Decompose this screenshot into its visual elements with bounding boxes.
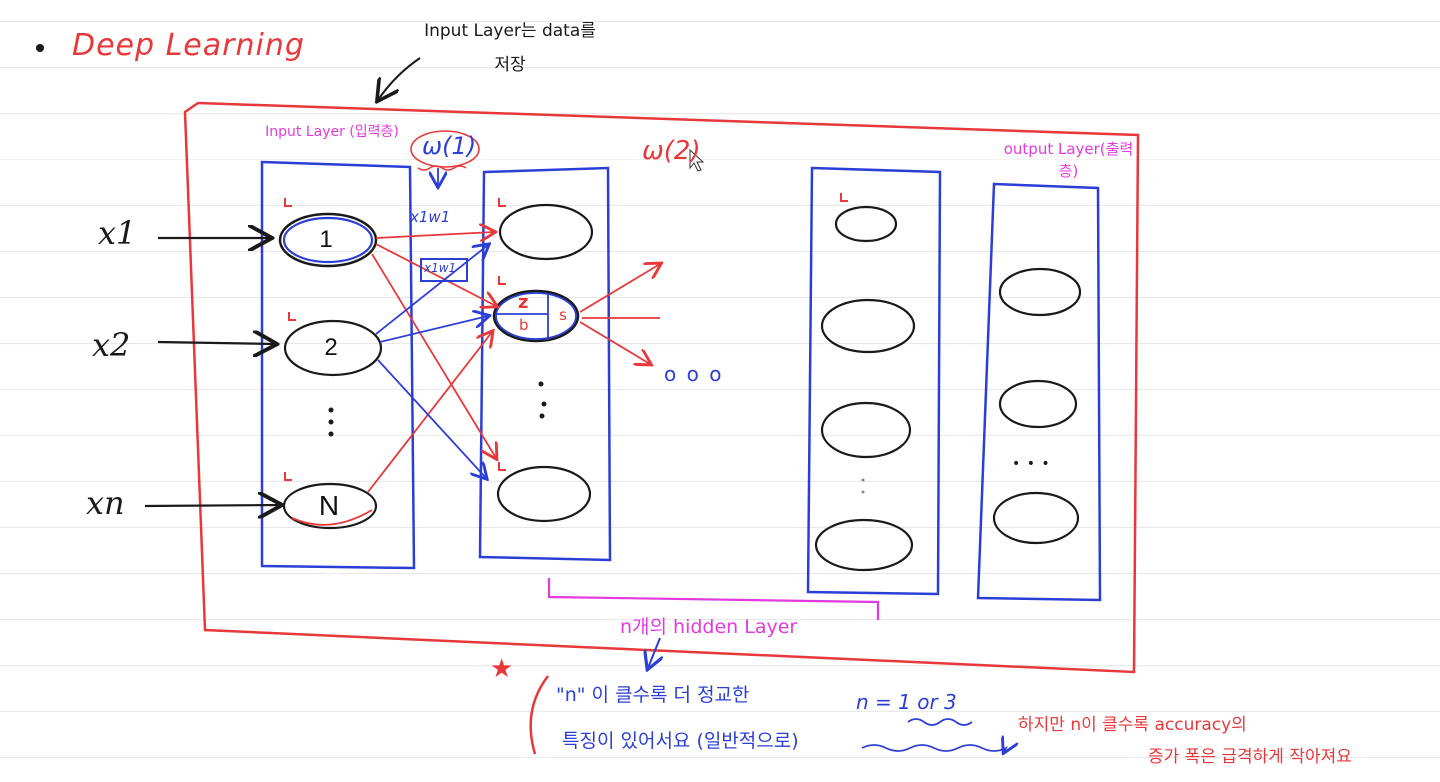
x1w1-label: x1w1 — [410, 208, 451, 226]
input-node-2 — [283, 319, 383, 377]
input-layer-label: Input Layer (입력층) — [265, 124, 399, 140]
input-node-n — [282, 482, 378, 530]
accuracy-note-line2: 증가 폭은 급격하게 작아져요 — [1148, 747, 1352, 767]
hidden2-ellipsis-dot — [861, 478, 865, 482]
input-layer-column — [260, 160, 416, 570]
output-layer-label: output Layer(출력층) — [1003, 140, 1134, 180]
hidden-node-n — [496, 465, 592, 523]
network-frame — [183, 101, 1140, 674]
title-bullet — [36, 44, 44, 52]
conn-2-h1 — [375, 245, 488, 335]
hidden-node-b-label: b — [519, 316, 529, 334]
w1-label: ω(1) — [422, 132, 477, 160]
conn-1-h2 — [375, 243, 496, 306]
n-value-label: n = 1 or 3 — [856, 690, 957, 714]
input-node-n-label: N — [318, 490, 340, 521]
star-mark: ★ — [490, 654, 514, 684]
hidden-layer-column-2 — [806, 166, 942, 596]
input-ellipsis-dot — [328, 419, 334, 425]
hidden-layers-bracket — [547, 578, 880, 620]
hidden2-node-1 — [834, 205, 898, 243]
input-note-arrow — [378, 57, 421, 100]
n-note-line1: "n" 이 클수록 더 정교한 — [556, 684, 750, 706]
input-ellipsis-dot — [328, 407, 334, 413]
conn-1-h1 — [375, 232, 494, 238]
accuracy-note-line1: 하지만 n이 클수록 accuracy의 — [1018, 715, 1247, 735]
input-node-2-label: 2 — [324, 334, 338, 361]
accuracy-arrow — [861, 745, 1006, 752]
out-arrow-down — [579, 321, 650, 364]
w1-highlight — [410, 130, 480, 168]
input-node-1 — [278, 212, 378, 268]
w1-squiggle — [417, 165, 467, 171]
hidden-node-z-label: z — [518, 292, 529, 313]
input-ellipsis-dot — [328, 431, 334, 437]
hidden-node-2-blue — [495, 292, 577, 340]
hidden2-ellipsis-dot — [861, 490, 865, 494]
x2-arrow — [157, 342, 275, 344]
hidden2-node-2 — [820, 298, 916, 354]
input-node-n-red-halo — [291, 509, 373, 526]
output-ellipsis-label: • • • — [1012, 456, 1051, 472]
conn-n-h2 — [367, 332, 492, 493]
hidden-node-s-label: s — [559, 306, 567, 324]
n-value-squiggle — [907, 718, 973, 726]
input-layer-note: Input Layer는 data를 저장 — [424, 21, 596, 75]
hidden-continuation-label: o o o — [664, 362, 724, 386]
conn-1-hn — [371, 253, 496, 458]
input-var-xn: xn — [86, 484, 125, 522]
hidden-note-arrow — [648, 637, 660, 668]
out-arrow-up — [579, 264, 660, 313]
w2-label: ω(2) — [642, 136, 701, 166]
n-note-line2: 특징이 있어서요 (일반적으로) — [562, 730, 799, 752]
output-node-2 — [998, 379, 1078, 429]
hidden-layer-column-1 — [478, 166, 612, 562]
output-layer-column — [976, 182, 1102, 602]
note-bracket — [529, 675, 549, 755]
input-var-x1: x1 — [98, 214, 137, 252]
hidden-layers-label: n개의 hidden Layer — [620, 616, 798, 638]
xn-arrow — [144, 505, 280, 506]
conn-2-hn — [377, 359, 486, 478]
cursor-icon — [689, 148, 705, 172]
hidden-ellipsis-dot — [538, 381, 544, 387]
hidden-node-2 — [492, 289, 580, 343]
conn-2-h2 — [379, 316, 488, 343]
x1w1-boxed-label: x1w1 — [424, 261, 457, 275]
hidden2-node-4 — [814, 518, 914, 572]
node-marker-group — [284, 193, 848, 481]
page-title: Deep Learning — [72, 28, 305, 63]
input-var-x2: x2 — [92, 326, 131, 364]
hidden2-node-3 — [820, 401, 912, 459]
input-node-1-blue — [282, 216, 374, 264]
hidden-ellipsis-dot — [541, 401, 547, 407]
output-node-3 — [992, 491, 1080, 545]
hidden-ellipsis-dot — [539, 413, 545, 419]
x1w1-box — [420, 258, 468, 282]
output-node-1 — [998, 267, 1082, 317]
input-node-1-label: 1 — [319, 226, 333, 253]
hidden-node-1 — [498, 203, 594, 261]
